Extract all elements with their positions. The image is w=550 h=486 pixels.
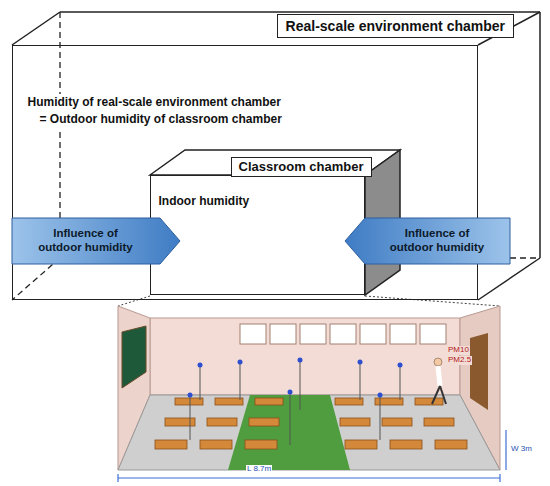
person-head <box>434 358 442 366</box>
desk <box>249 418 279 426</box>
arrow-text: Influence of outdoor humidity <box>387 227 487 253</box>
person-figure <box>432 358 446 404</box>
classroom-illustration <box>118 306 506 482</box>
door <box>470 333 488 410</box>
arrow-body <box>345 218 510 264</box>
desk <box>375 398 403 405</box>
sensor <box>358 360 363 365</box>
hidden-edges <box>12 12 540 300</box>
sensor-stand <box>240 362 241 400</box>
desk <box>255 398 283 405</box>
arrow-body <box>12 218 180 264</box>
chamber-edge <box>60 11 540 13</box>
window <box>360 324 386 344</box>
sensor-stand <box>190 395 191 440</box>
hidden-edge <box>12 258 60 300</box>
desk <box>207 418 237 426</box>
desk <box>200 440 232 449</box>
desk <box>335 398 363 405</box>
sensor <box>378 393 383 398</box>
person-body <box>438 366 440 386</box>
window <box>420 324 446 344</box>
classroom-box: Classroom chamberIndoor humidity <box>150 175 365 295</box>
chamber-edge <box>12 12 60 45</box>
classroom-note: Indoor humidity <box>159 194 250 208</box>
window <box>240 324 266 344</box>
chalkboard <box>122 326 146 388</box>
pm-label: PM10 <box>447 346 470 355</box>
sensor-stand <box>290 392 291 445</box>
dimension-label: W 3m <box>510 445 533 454</box>
sensor-stand <box>400 365 401 400</box>
humidity-arrow: Influence of outdoor humidity <box>12 218 180 264</box>
sensor <box>398 363 403 368</box>
desk <box>415 398 443 405</box>
pm-label: PM2.5 <box>447 356 472 365</box>
dimension-lines <box>118 430 506 482</box>
humidity-arrow: Influence of outdoor humidity <box>345 218 510 264</box>
desk <box>382 418 412 426</box>
desk <box>175 398 203 405</box>
window <box>330 324 356 344</box>
classroom-heading: Classroom chamber <box>231 157 372 178</box>
window <box>390 324 416 344</box>
dimension-line <box>505 430 506 470</box>
sensor-stand <box>360 362 361 400</box>
desk <box>155 440 187 449</box>
sensor <box>238 360 243 365</box>
sensor <box>288 390 293 395</box>
chamber-heading: Real-scale environment chamber <box>277 14 514 38</box>
sensor <box>298 358 303 363</box>
floor-strip <box>228 395 350 470</box>
zoom-leaders <box>118 296 500 306</box>
dimension-tick <box>117 474 118 482</box>
dimension-tick <box>499 474 500 482</box>
chamber-note: Humidity of real-scale environment chamb… <box>28 94 287 129</box>
desk <box>345 440 377 449</box>
dimension-line <box>118 477 500 478</box>
back-wall <box>150 318 460 395</box>
desk <box>215 398 243 405</box>
desks <box>155 398 467 449</box>
desk <box>435 440 467 449</box>
sensor <box>188 393 193 398</box>
dimension-label: L 8.7m <box>246 465 272 474</box>
sensor-stand <box>300 360 301 410</box>
desk <box>424 418 454 426</box>
sensor <box>198 363 203 368</box>
sensor-stand <box>380 395 381 440</box>
arrow-text: Influence of outdoor humidity <box>36 227 136 253</box>
floor <box>118 395 500 470</box>
sensors <box>188 358 403 398</box>
chamber-edge <box>539 12 541 258</box>
person-leg <box>440 386 446 404</box>
sensor-stands <box>190 360 400 445</box>
window <box>270 324 296 344</box>
chamber-edge <box>478 258 540 300</box>
zoom-leader <box>118 296 150 306</box>
desk <box>390 440 422 449</box>
zoom-leader <box>365 296 500 306</box>
windows <box>240 324 446 344</box>
desk <box>245 440 277 449</box>
chamber-outline: Real-scale environment chamberHumidity o… <box>12 45 478 300</box>
window <box>300 324 326 344</box>
person-leg <box>432 386 440 404</box>
sensor-stand <box>200 365 201 400</box>
chamber-edges <box>12 12 540 300</box>
desk <box>340 418 370 426</box>
